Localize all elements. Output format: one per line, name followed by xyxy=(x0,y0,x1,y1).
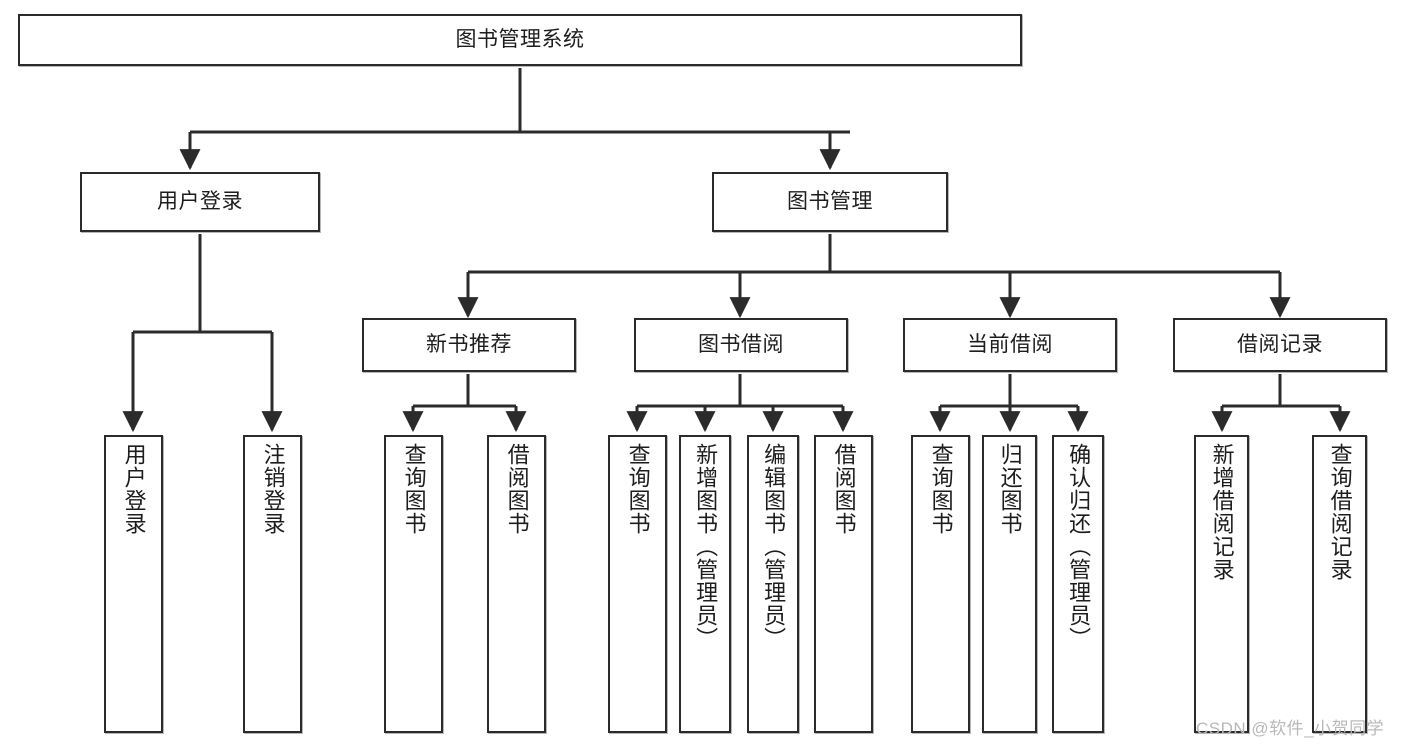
node-leaf-query-book-borrow[interactable]: 查询图书 xyxy=(608,435,667,733)
node-label: 查询借阅记录 xyxy=(1327,443,1353,581)
node-leaf-borrow-book-recommend[interactable]: 借阅图书 xyxy=(487,435,546,733)
node-label: 借阅图书 xyxy=(831,443,857,535)
node-leaf-user-login[interactable]: 用户登录 xyxy=(104,435,163,733)
node-leaf-query-borrow-record[interactable]: 查询借阅记录 xyxy=(1312,435,1367,733)
node-root-book-management-system[interactable]: 图书管理系统 xyxy=(18,14,1022,66)
node-label: 借阅记录 xyxy=(1237,332,1323,356)
node-book-management[interactable]: 图书管理 xyxy=(712,172,948,232)
node-label: 借阅图书 xyxy=(504,443,530,535)
node-current-borrow[interactable]: 当前借阅 xyxy=(903,318,1117,372)
node-borrow-record[interactable]: 借阅记录 xyxy=(1173,318,1387,372)
node-label: 确认归还（管理员） xyxy=(1066,443,1092,650)
node-label: 新增图书（管理员） xyxy=(693,443,719,650)
node-leaf-add-book-admin[interactable]: 新增图书（管理员） xyxy=(679,435,731,733)
node-new-book-recommend[interactable]: 新书推荐 xyxy=(362,318,576,372)
node-label: 注销登录 xyxy=(260,443,286,535)
node-label: 查询图书 xyxy=(625,443,651,535)
node-label: 当前借阅 xyxy=(967,332,1053,356)
node-label: 查询图书 xyxy=(928,443,954,535)
node-label: 图书借阅 xyxy=(698,332,784,356)
node-label: 图书管理系统 xyxy=(455,27,585,51)
node-book-borrow[interactable]: 图书借阅 xyxy=(634,318,848,372)
node-leaf-query-book-current[interactable]: 查询图书 xyxy=(911,435,970,733)
node-label: 查询图书 xyxy=(401,443,427,535)
node-label: 新增借阅记录 xyxy=(1209,443,1235,581)
node-label: 用户登录 xyxy=(157,189,243,213)
node-leaf-return-book[interactable]: 归还图书 xyxy=(982,435,1037,733)
node-leaf-add-borrow-record[interactable]: 新增借阅记录 xyxy=(1194,435,1249,733)
node-leaf-borrow-book[interactable]: 借阅图书 xyxy=(814,435,873,733)
node-label: 新书推荐 xyxy=(426,332,512,356)
node-user-login[interactable]: 用户登录 xyxy=(80,172,320,232)
node-leaf-confirm-return-admin[interactable]: 确认归还（管理员） xyxy=(1052,435,1104,733)
node-label: 编辑图书（管理员） xyxy=(761,443,787,650)
node-label: 用户登录 xyxy=(121,443,147,535)
node-leaf-edit-book-admin[interactable]: 编辑图书（管理员） xyxy=(747,435,799,733)
node-leaf-query-book-recommend[interactable]: 查询图书 xyxy=(384,435,443,733)
node-leaf-logout-login[interactable]: 注销登录 xyxy=(243,435,302,733)
node-label: 归还图书 xyxy=(997,443,1023,535)
csdn-watermark: CSDN @软件_小贺同学 xyxy=(1196,719,1385,738)
node-label: 图书管理 xyxy=(787,189,873,213)
